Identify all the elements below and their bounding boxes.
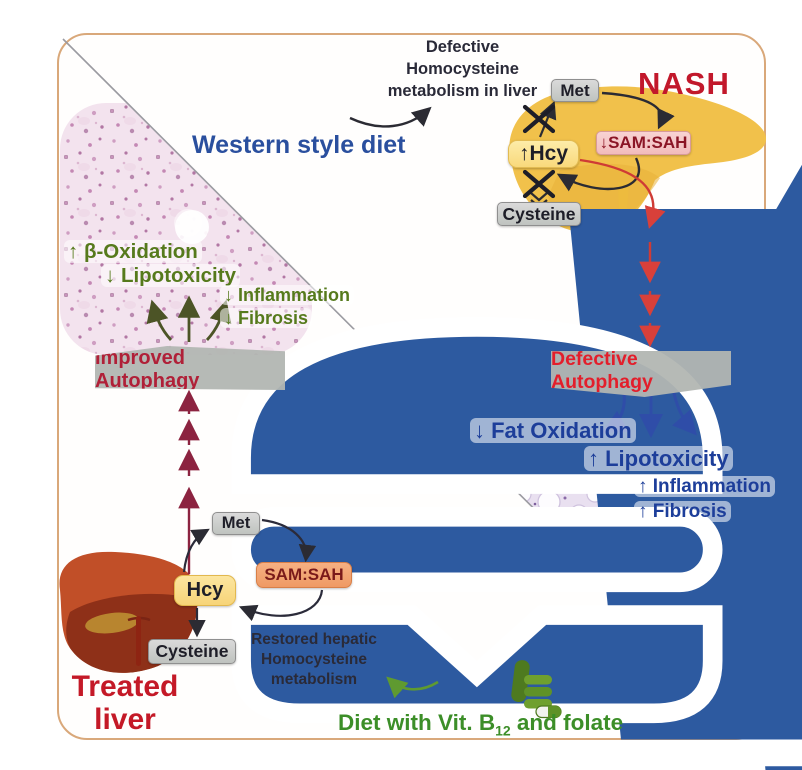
nash-title: NASH	[638, 66, 730, 101]
treated-hcy-box: Hcy	[174, 575, 236, 606]
b12-subscript: 12	[495, 722, 511, 739]
effect-beta-oxidation: ↑ β-Oxidation	[64, 240, 202, 264]
nash-met-box: Met	[551, 79, 599, 102]
restored-metabolism-caption: Restored hepatic Homocysteine metabolism	[251, 631, 377, 688]
effect-inflammation-up: ↑ Inflammation	[634, 476, 776, 498]
nash-hcy-box: ↑Hcy	[508, 140, 579, 168]
effect-lipotoxicity-down: ↓ Lipotoxicity	[101, 264, 240, 288]
nash-cysteine-box: Cysteine	[497, 202, 581, 226]
nash-samsah-box: ↓SAM:SAH	[596, 131, 691, 155]
improved-autophagy-box: Improved Autophagy	[95, 346, 285, 390]
defective-metabolism-caption: Defective Homocysteine metabolism in liv…	[387, 38, 538, 100]
effect-inflammation-down: ↓ Inflammation	[220, 285, 355, 306]
effect-fibrosis-down: ↓ Fibrosis	[220, 308, 313, 329]
treated-liver-title: Treated liver	[71, 670, 179, 736]
effect-lipotoxicity-up: ↑ Lipotoxicity	[584, 446, 733, 472]
treated-met-box: Met	[212, 512, 260, 535]
treated-cysteine-box: Cysteine	[148, 639, 236, 664]
western-diet-label: Western style diet	[192, 131, 406, 159]
effect-fat-oxidation-down: ↓ Fat Oxidation	[470, 418, 636, 444]
treated-samsah-box: SAM:SAH	[256, 562, 352, 588]
effect-fibrosis-up: ↑ Fibrosis	[634, 501, 731, 523]
vitamin-diet-label: Diet with Vit. B12 and folate	[338, 710, 624, 739]
